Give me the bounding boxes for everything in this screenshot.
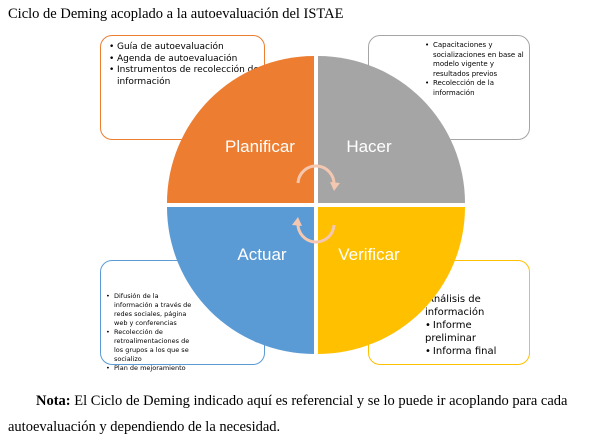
list-item: Análisis de información (425, 294, 485, 318)
note-label: Nota: (36, 393, 71, 409)
act-label: Actuar (237, 245, 286, 264)
list-item: Plan de mejoramiento (106, 364, 194, 373)
plan-quadrant (167, 56, 314, 203)
list-item: Capacitaciones y socializaciones en base… (425, 41, 529, 79)
list-item: Instrumentos de recolección de informaci… (109, 65, 264, 88)
do-label: Hacer (346, 137, 392, 156)
list-item: Agenda de autoevaluación (109, 54, 264, 66)
note-text: El Ciclo de Deming indicado aquí es refe… (8, 393, 568, 435)
check-label: Verificar (338, 245, 400, 264)
list-item: Guía de autoevaluación (109, 42, 264, 54)
figure-title: Ciclo de Deming acoplado a la autoevalua… (8, 6, 344, 22)
list-item: Recolección de retroalimentaciones de lo… (106, 328, 194, 364)
list-item: Informa final (425, 345, 515, 358)
check-quadrant (318, 207, 465, 354)
do-quadrant (318, 56, 465, 203)
cycle-arrows-icon (296, 164, 336, 244)
plan-label: Planificar (225, 137, 295, 156)
note: Nota: El Ciclo de Deming indicado aquí e… (8, 388, 598, 440)
list-item: Informe preliminar (425, 319, 515, 345)
act-quadrant (167, 207, 314, 354)
list-item: Recolección de la información (425, 79, 529, 98)
list-item: Difusión de la información a través de r… (106, 292, 194, 328)
